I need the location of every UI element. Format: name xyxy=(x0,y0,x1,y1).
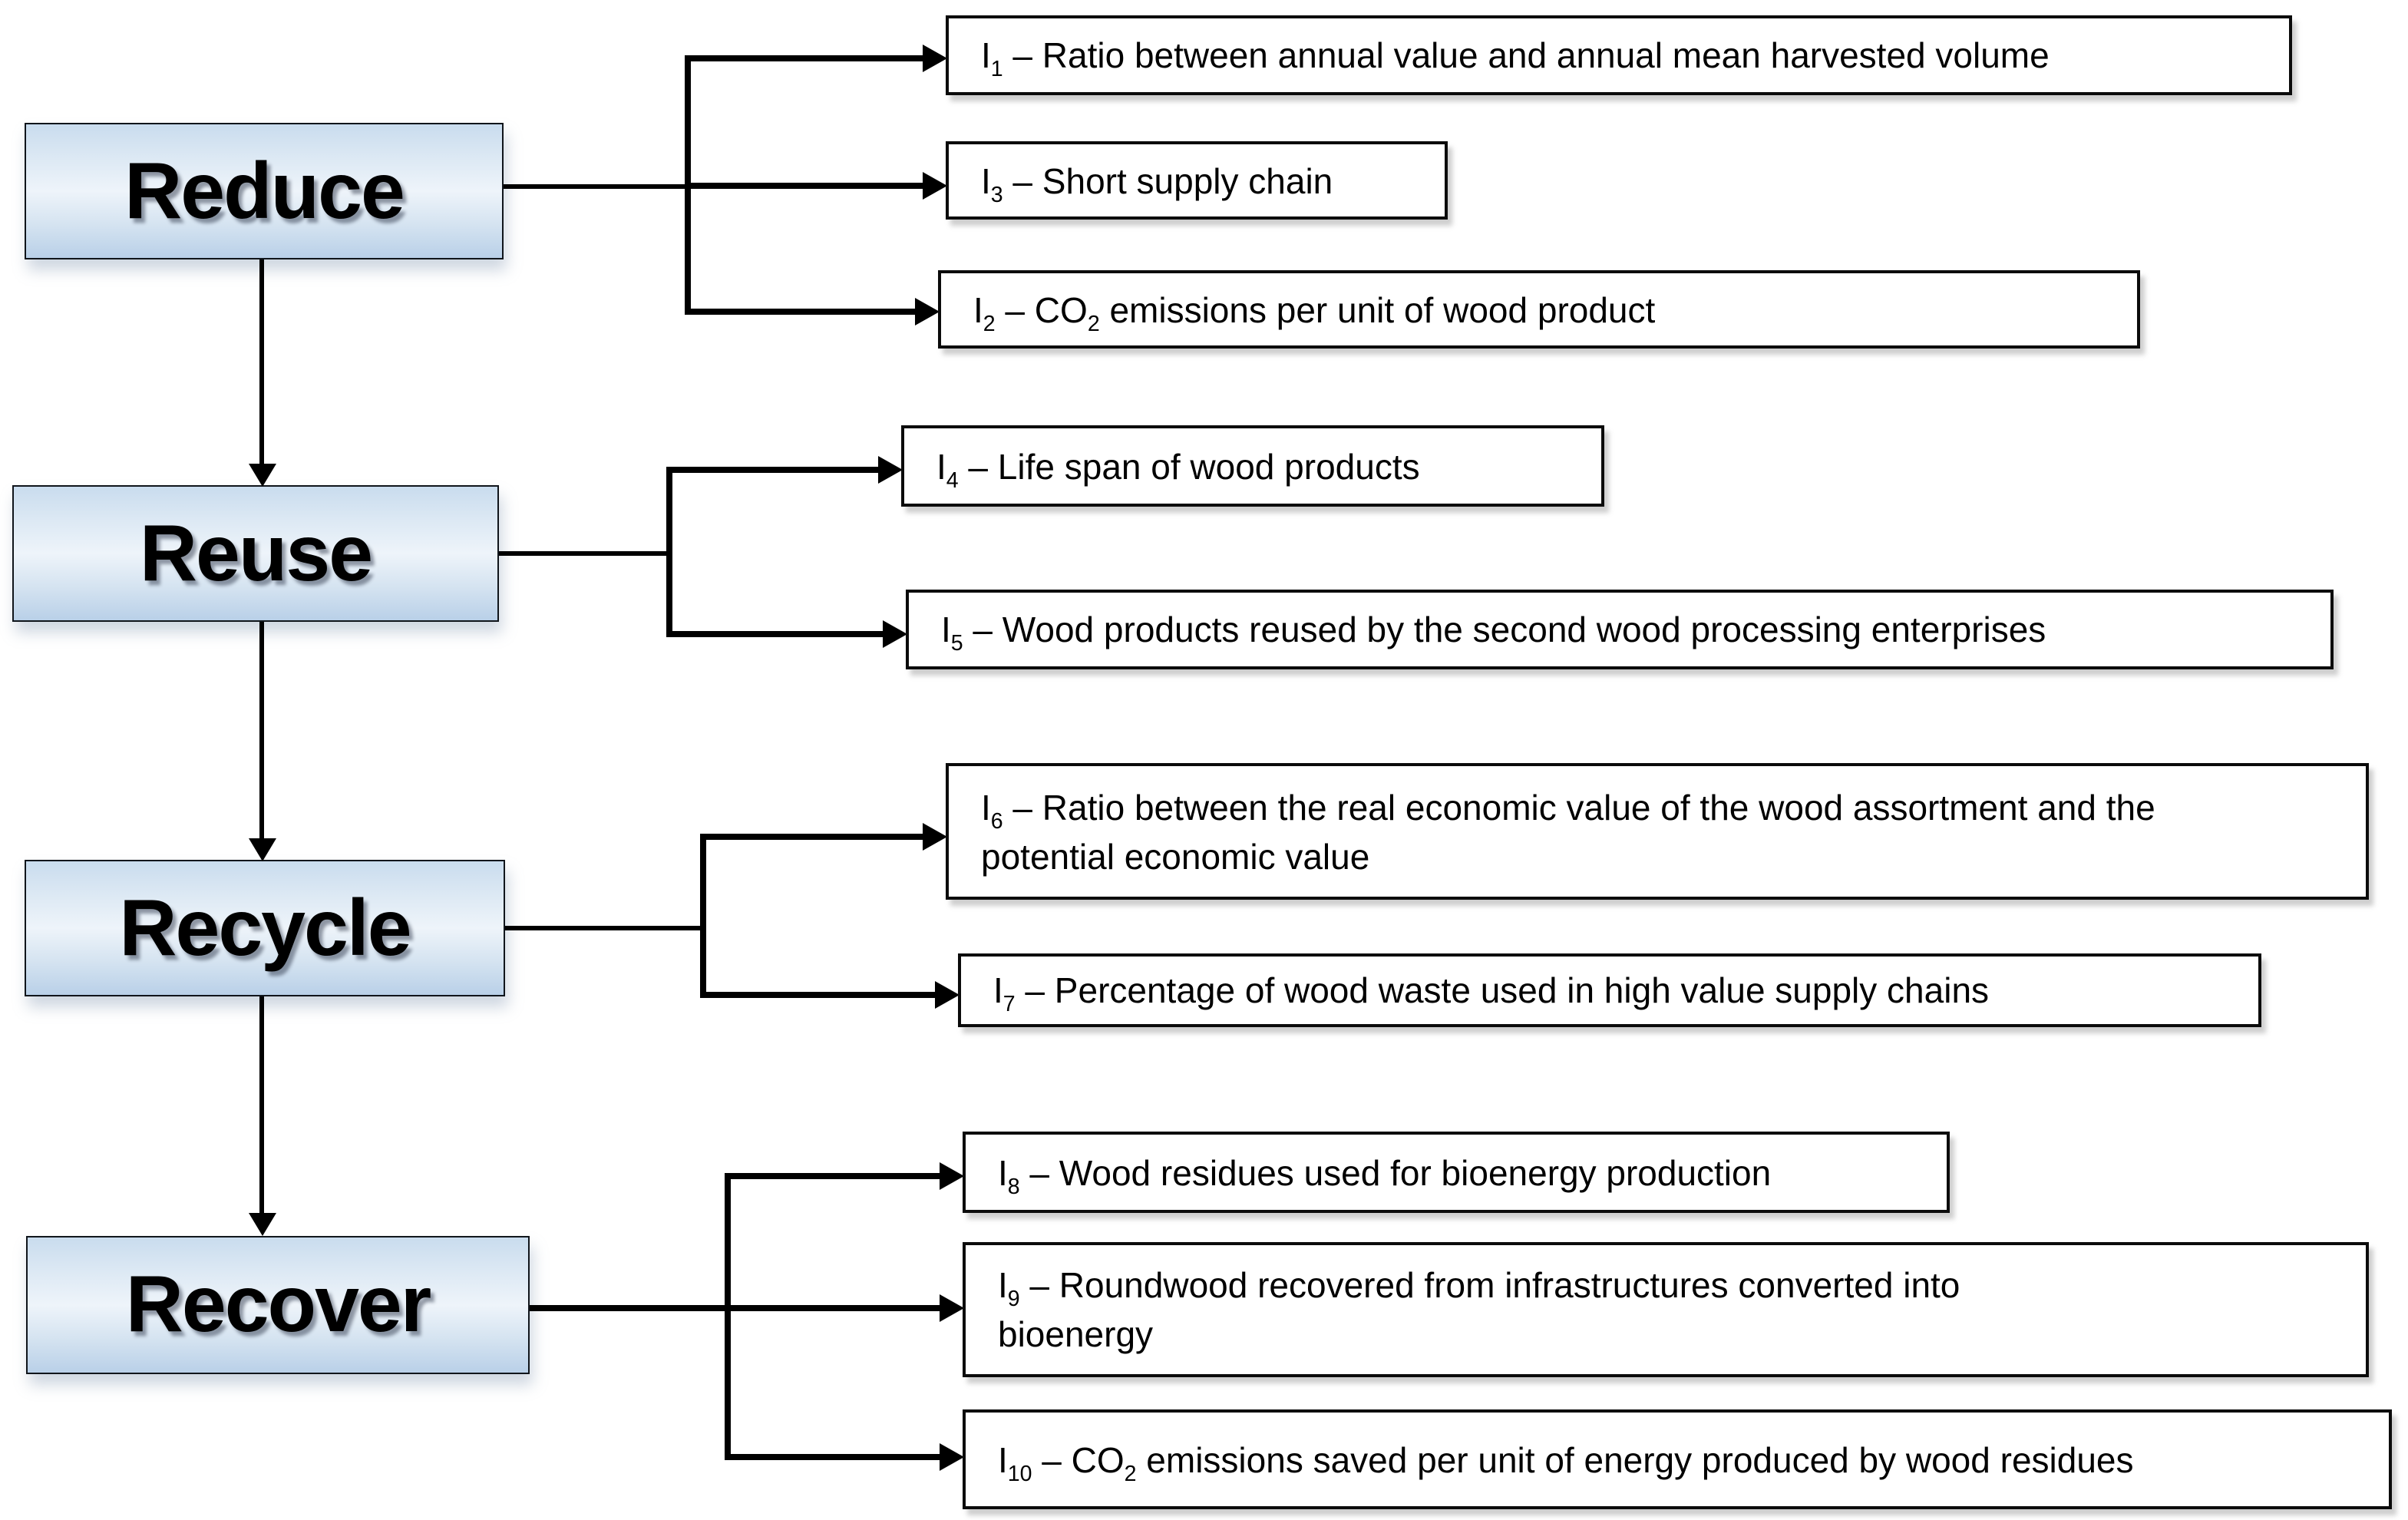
indicator-label-i8: I8 – Wood residues used for bioenergy pr… xyxy=(998,1152,1772,1200)
arrowhead-right-icon xyxy=(883,620,907,648)
indicator-label-i2: I2 – CO2 emissions per unit of wood prod… xyxy=(973,289,1656,337)
arrowhead-right-icon xyxy=(923,172,947,200)
connector-line xyxy=(259,996,264,1214)
indicator-box-i6: I6 – Ratio between the real economic val… xyxy=(946,763,2369,900)
stage-box-reduce: Reduce xyxy=(25,123,504,259)
arrowhead-right-icon xyxy=(915,298,940,325)
arrowhead-down-icon xyxy=(249,464,276,487)
indicator-label-i4: I4 – Life span of wood products xyxy=(936,446,1420,494)
arrowhead-right-icon xyxy=(923,823,947,851)
stage-label-reuse: Reuse xyxy=(139,509,373,598)
stage-box-reuse: Reuse xyxy=(12,485,499,622)
indicator-box-i3: I3 – Short supply chain xyxy=(946,141,1448,220)
indicator-box-i5: I5 – Wood products reused by the second … xyxy=(906,590,2334,669)
connector-line xyxy=(666,631,883,637)
indicator-label-i10: I10 – CO2 emissions saved per unit of en… xyxy=(998,1439,2134,1487)
indicator-label-i6: I6 – Ratio between the real economic val… xyxy=(981,787,2155,876)
connector-line xyxy=(259,622,264,840)
indicator-box-i10: I10 – CO2 emissions saved per unit of en… xyxy=(963,1409,2392,1509)
arrowhead-right-icon xyxy=(940,1162,964,1190)
arrowhead-right-icon xyxy=(935,981,960,1009)
connector-line xyxy=(725,1173,731,1460)
stage-label-recover: Recover xyxy=(125,1261,431,1350)
indicator-box-i8: I8 – Wood residues used for bioenergy pr… xyxy=(963,1132,1950,1213)
arrowhead-down-icon xyxy=(249,1213,276,1236)
connector-line xyxy=(725,1454,940,1460)
connector-line xyxy=(700,992,935,998)
stage-label-recycle: Recycle xyxy=(119,884,411,973)
connector-line xyxy=(685,55,923,61)
connector-line xyxy=(685,183,923,189)
indicator-label-i1: I1 – Ratio between annual value and annu… xyxy=(981,35,2050,83)
connector-line xyxy=(259,259,264,465)
indicator-box-i4: I4 – Life span of wood products xyxy=(901,425,1604,507)
connector-line xyxy=(685,309,915,315)
arrowhead-right-icon xyxy=(940,1294,964,1322)
indicator-box-i1: I1 – Ratio between annual value and annu… xyxy=(946,15,2292,95)
stage-box-recycle: Recycle xyxy=(25,860,505,996)
connector-line xyxy=(504,184,688,189)
connector-line xyxy=(725,1173,940,1179)
indicator-label-i9: I9 – Roundwood recovered from infrastruc… xyxy=(998,1265,1960,1354)
connector-line xyxy=(666,467,878,473)
connector-line xyxy=(666,467,672,637)
connector-line xyxy=(499,551,669,556)
indicator-box-i9: I9 – Roundwood recovered from infrastruc… xyxy=(963,1242,2369,1377)
stage-label-reduce: Reduce xyxy=(124,147,405,236)
indicator-label-i5: I5 – Wood products reused by the second … xyxy=(941,610,2046,657)
indicator-box-i2: I2 – CO2 emissions per unit of wood prod… xyxy=(938,270,2140,349)
arrowhead-right-icon xyxy=(940,1443,964,1471)
connector-line xyxy=(700,834,923,840)
arrowhead-right-icon xyxy=(878,456,903,484)
arrowhead-right-icon xyxy=(923,45,947,72)
connector-line xyxy=(505,926,703,930)
connector-line xyxy=(700,834,706,998)
indicator-box-i7: I7 – Percentage of wood waste used in hi… xyxy=(958,953,2261,1027)
connector-line xyxy=(530,1305,940,1311)
stage-box-recover: Recover xyxy=(26,1236,530,1374)
indicator-label-i3: I3 – Short supply chain xyxy=(981,160,1333,208)
arrowhead-down-icon xyxy=(249,838,276,861)
indicator-label-i7: I7 – Percentage of wood waste used in hi… xyxy=(993,970,1990,1018)
